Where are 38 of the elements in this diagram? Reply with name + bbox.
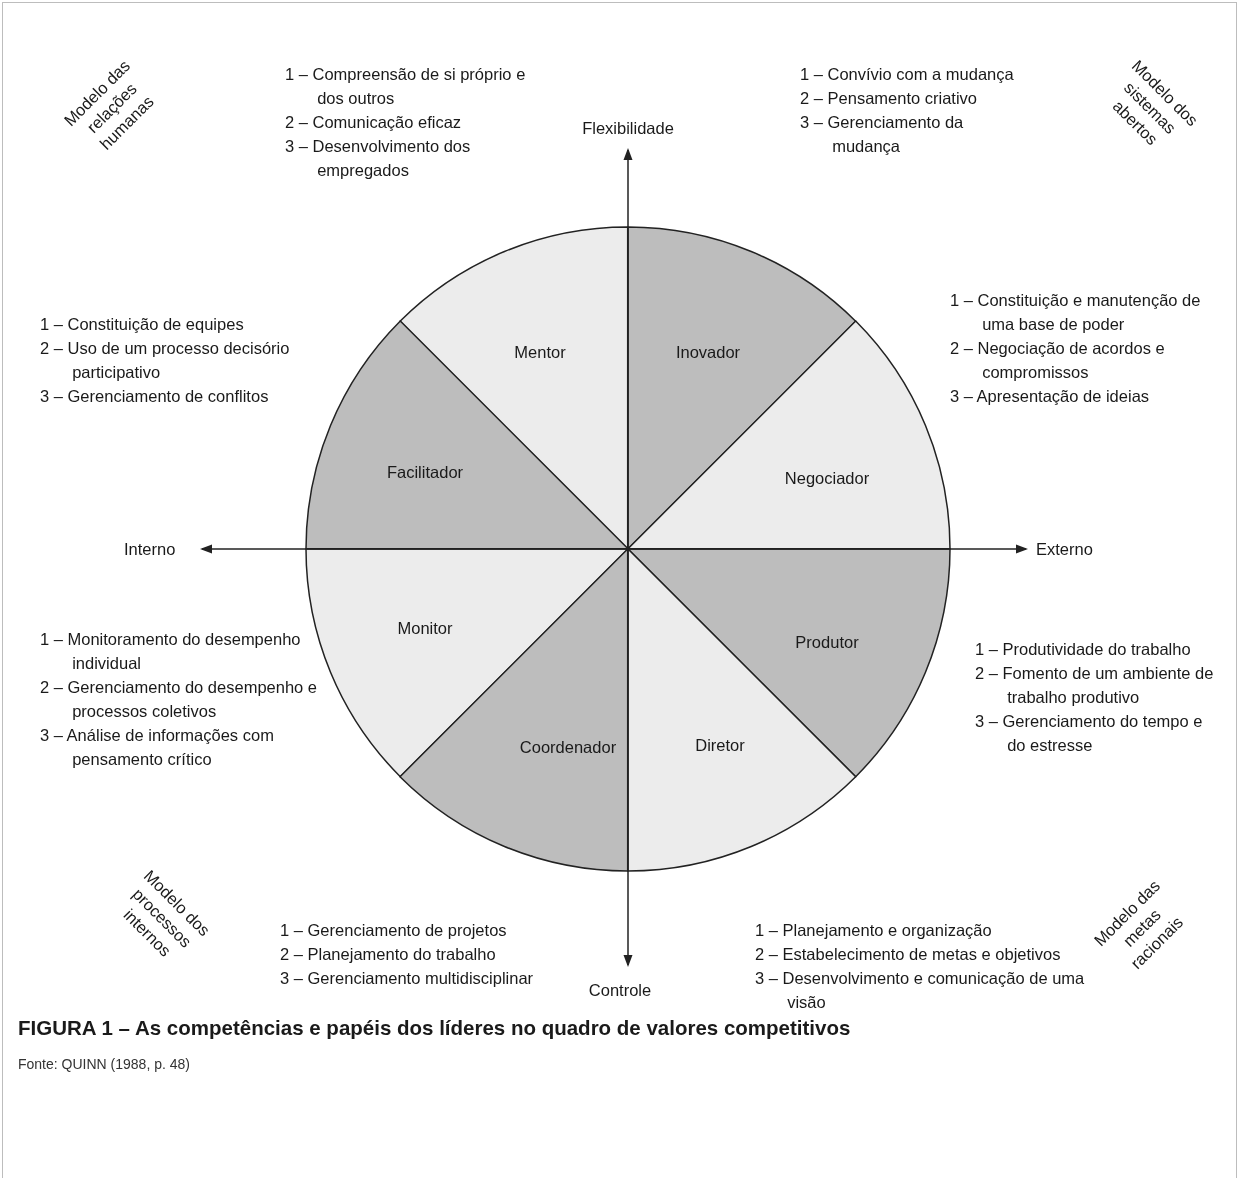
role-label: Diretor xyxy=(695,735,745,755)
role-label: Facilitador xyxy=(386,462,464,482)
competency-item: 3 – Desenvolvimento e comunicação de uma visão xyxy=(755,968,1086,1013)
source-caption: Fonte: QUINN (1988, p. 48) xyxy=(18,1056,190,1072)
competency-item: 1 – Constituição de equipes xyxy=(40,314,245,335)
competency-item: 1 – Constituição e manutenção de uma base de poder xyxy=(950,290,1202,335)
axis-label: Flexibilidade xyxy=(582,118,674,138)
role-label: Mentor xyxy=(514,342,566,362)
competency-item: 3 – Análise de informações com pensamento crítico xyxy=(40,725,275,770)
role-label: Inovador xyxy=(675,342,741,362)
role-label: Negociador xyxy=(784,468,870,488)
competency-item: 1 – Gerenciamento de projetos xyxy=(280,920,508,941)
competency-item: 1 – Compreensão de si próprio e dos outros xyxy=(285,64,527,109)
competency-item: 3 – Gerenciamento da mudança xyxy=(800,112,965,157)
axis-label: Controle xyxy=(588,980,652,1000)
competency-item: 1 – Produtividade do trabalho xyxy=(975,639,1192,660)
competency-item: 3 – Gerenciamento do tempo e do estresse xyxy=(975,711,1204,756)
axis-label: Interno xyxy=(124,539,176,559)
competency-item: 1 – Convívio com a mudança xyxy=(800,64,1015,85)
role-label: Produtor xyxy=(795,632,859,652)
competency-item: 2 – Comunicação eficaz xyxy=(285,112,463,133)
competency-item: 3 – Gerenciamento multidisciplinar xyxy=(280,968,535,989)
competency-item: 2 – Fomento de um ambiente de trabalho produtivo xyxy=(975,663,1215,708)
role-label: Monitor xyxy=(397,618,453,638)
competency-item: 3 – Apresentação de ideias xyxy=(950,386,1151,407)
competency-item: 3 – Gerenciamento de conflitos xyxy=(40,386,270,407)
competency-item: 2 – Gerenciamento do desempenho e processos coletivos xyxy=(40,677,319,722)
competency-item: 2 – Negociação de acordos e compromissos xyxy=(950,338,1166,383)
axis-label: Externo xyxy=(1036,539,1093,559)
competency-item: 2 – Pensamento criativo xyxy=(800,88,978,109)
competency-item: 2 – Uso de um processo decisório participativo xyxy=(40,338,291,383)
competency-item: 2 – Planejamento do trabalho xyxy=(280,944,497,965)
competency-item: 3 – Desenvolvimento dos empregados xyxy=(285,136,472,181)
competency-item: 1 – Planejamento e organização xyxy=(755,920,993,941)
role-label: Coordenador xyxy=(519,737,617,757)
competency-item: 1 – Monitoramento do desempenho individual xyxy=(40,629,302,674)
competency-item: 2 – Estabelecimento de metas e objetivos xyxy=(755,944,1062,965)
figure-title: FIGURA 1 – As competências e papéis dos líderes no quadro de valores competitivos xyxy=(18,1016,851,1040)
